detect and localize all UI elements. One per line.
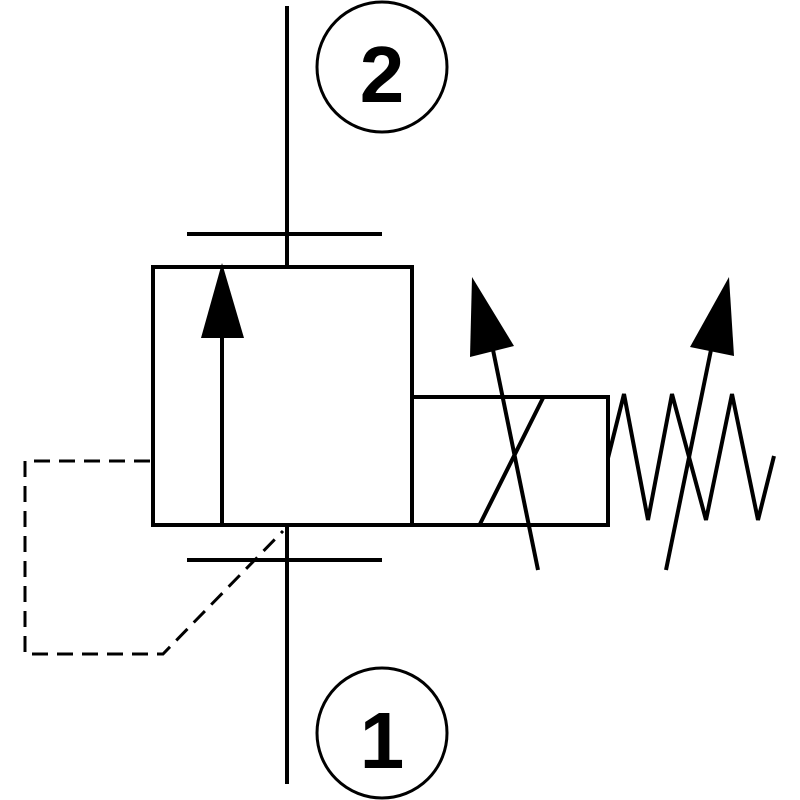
- port-2-badge: 2: [315, 0, 449, 134]
- adjustable-arrow-icon: [664, 277, 734, 571]
- port-1-label: 1: [360, 696, 405, 785]
- valve-body: [151, 265, 414, 527]
- pilot-line: [23, 459, 285, 656]
- solenoid-diagonal: [478, 397, 545, 525]
- proportional-arrow-icon: [470, 277, 540, 571]
- port-2-label: 2: [360, 30, 405, 119]
- flow-arrow-icon: [201, 263, 244, 524]
- port-1-badge: 1: [315, 666, 449, 800]
